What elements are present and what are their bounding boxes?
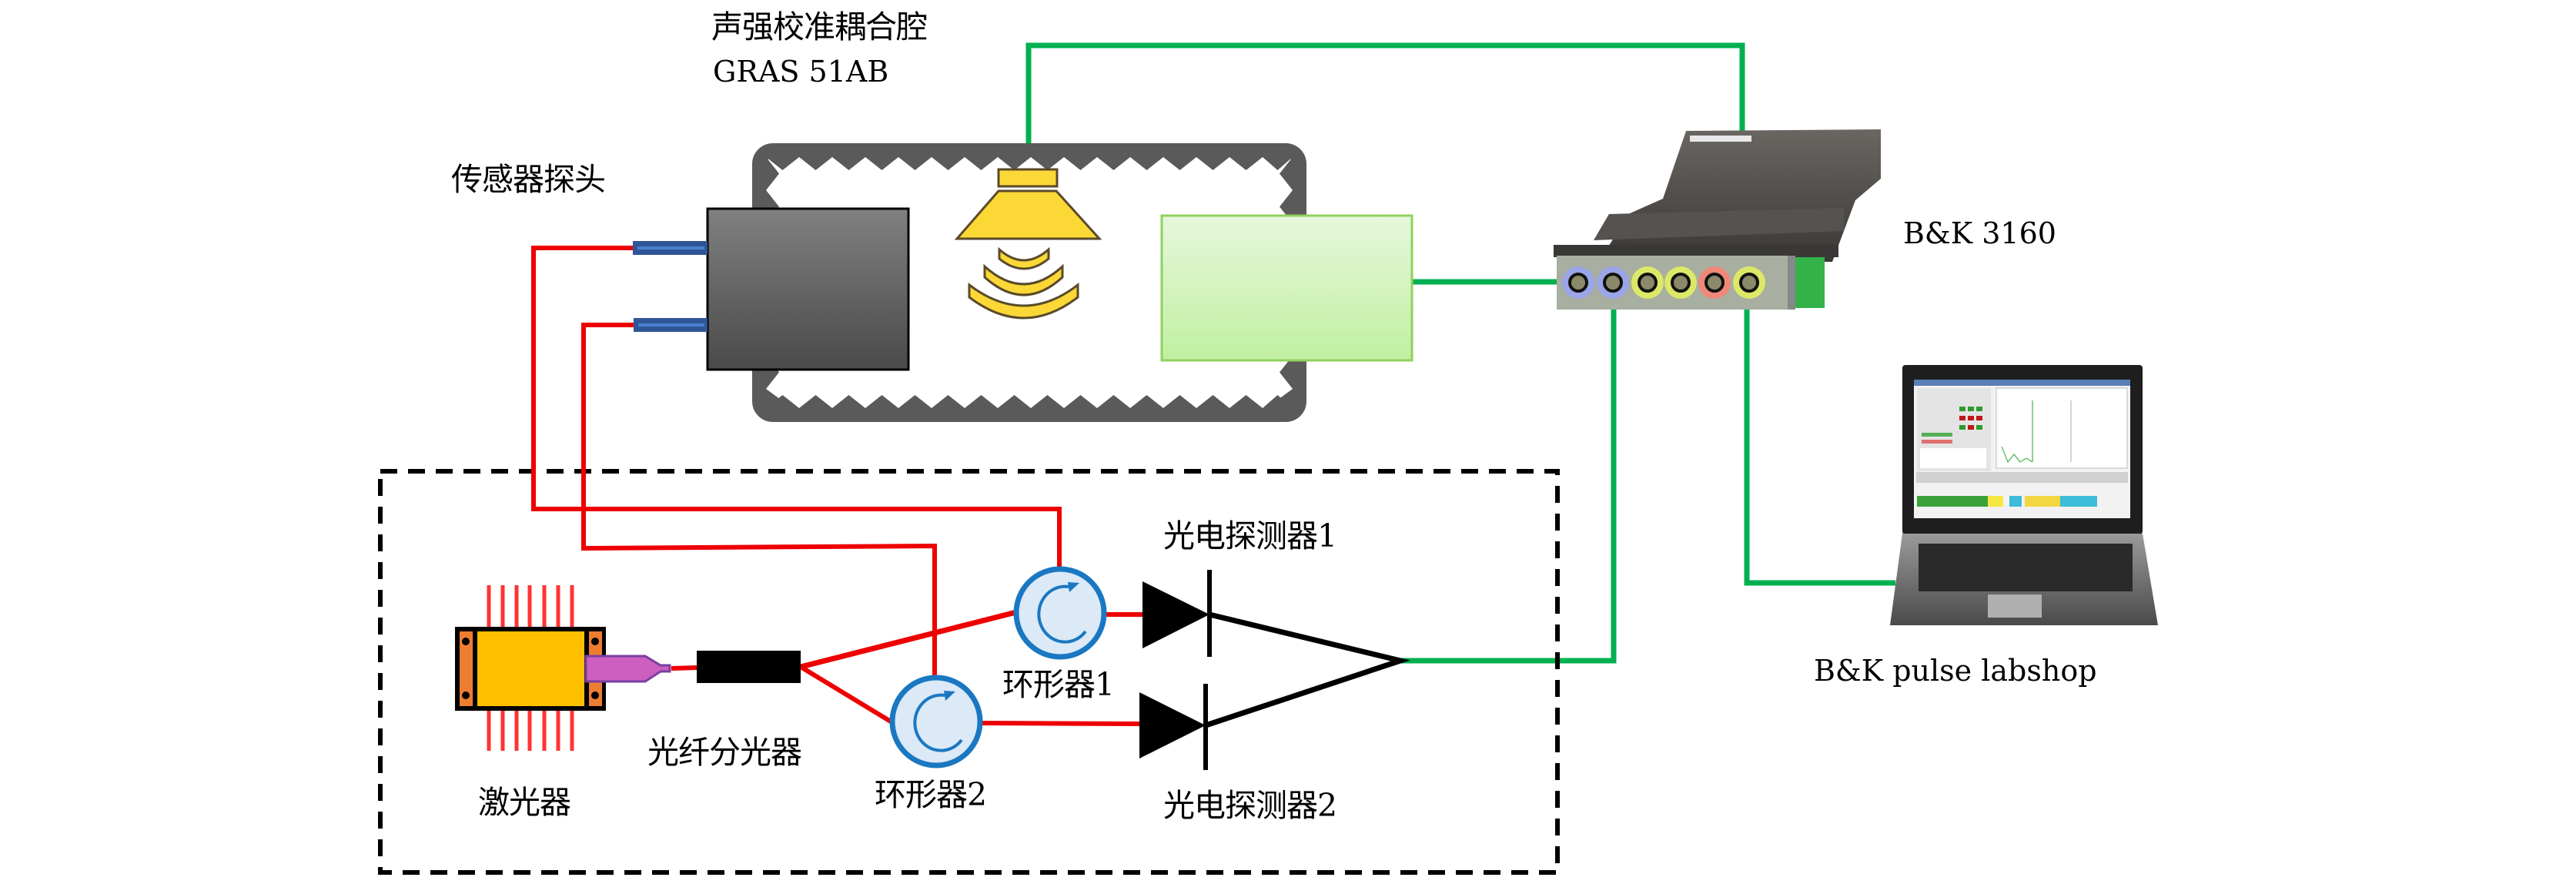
photodetector-2-label: 光电探测器2: [1163, 787, 1337, 824]
fiber-splitter-to-circulator2: [799, 665, 892, 724]
screen-table-cyan2: [2060, 496, 2097, 507]
laser-screw: [462, 691, 470, 699]
circulator-2-arrowhead: [944, 691, 955, 701]
optical-fibers: [531, 246, 1144, 726]
laser-pins: [487, 585, 574, 751]
screen-spectrum-plot: [1996, 387, 2128, 469]
circulator-2-arrow: [913, 693, 963, 752]
probe-connector-1-core: [637, 246, 704, 249]
fiber-splitter-to-circulator1: [800, 609, 1017, 670]
reference-microphone-box: [1160, 214, 1413, 362]
splitter-label: 光纤分光器: [647, 734, 802, 771]
photodiode-1-icon: [1142, 570, 1212, 657]
laser-screw: [462, 638, 470, 645]
optical-system-boundary: [378, 469, 1560, 875]
circulator-2-icon: [889, 675, 983, 768]
speaker-to-daq-wire: [1025, 42, 1745, 171]
coupler-label: 声强校准耦合腔: [711, 8, 928, 45]
photodiode-2-icon: [1139, 684, 1208, 770]
screen-table-cyan: [2009, 496, 2022, 507]
fiber-circulator2-to-pd2: [981, 721, 1142, 726]
speaker-cone: [954, 189, 1102, 240]
sound-wave-1: [998, 246, 1050, 270]
circulator-1-body: [1013, 566, 1107, 660]
photodiode-2-anode: [1139, 692, 1206, 758]
screen-indicators: [1920, 407, 1986, 468]
photodetector-to-daq-wire: [1400, 283, 1617, 664]
cavity-teeth-bottom: [766, 395, 1293, 408]
screen-toolbar: [1916, 472, 2128, 483]
circulator-2-label: 环形器2: [875, 776, 987, 813]
sound-wave-3: [968, 282, 1079, 320]
daq-port-socket: [1739, 273, 1759, 293]
daq-label: B&K 3160: [1903, 216, 2056, 250]
screen-titlebar: [1914, 380, 2130, 386]
daq-port-socket: [1671, 273, 1691, 293]
sensor-probe: [633, 207, 910, 371]
daq-ports: [1562, 266, 1765, 299]
laser-pigtail: [584, 655, 671, 683]
daq-port-socket: [1568, 273, 1588, 293]
daq-port-socket: [1638, 273, 1658, 293]
fiber-probe-to-circulator1: [531, 246, 1062, 568]
laser-screw: [591, 638, 599, 645]
daq-divider: [1788, 256, 1795, 310]
circulator-1-arrowhead: [1068, 582, 1079, 592]
cavity-teeth-top: [766, 157, 1293, 170]
fiber-splitter-block: [697, 651, 801, 683]
daq-port-socket: [1603, 273, 1623, 293]
photodetector-combiner: [1204, 611, 1410, 728]
circulator-1-arrow: [1037, 584, 1087, 644]
coupler-model-label: GRAS 51AB: [713, 55, 889, 89]
daq-body-top: [1599, 129, 1881, 262]
daq-port-socket: [1705, 273, 1725, 293]
laser-flange-left: [460, 631, 473, 706]
sound-wave-2: [983, 263, 1064, 296]
laser-screw: [591, 691, 599, 699]
laptop-icon: [1890, 365, 2158, 625]
daq-rib: [1594, 208, 1844, 240]
probe-label: 传感器探头: [451, 161, 606, 198]
daq-label-plate: [1690, 136, 1751, 142]
laptop-keyboard: [1919, 544, 2133, 591]
daq-device-icon: [1554, 129, 1881, 310]
screen-table-yellow: [1988, 496, 2003, 507]
daq-front-edge: [1554, 245, 1838, 257]
daq-to-laptop-wire: [1744, 308, 1895, 586]
fiber-probe-to-circulator2: [581, 323, 937, 676]
laptop-touchpad: [1988, 594, 2042, 618]
probe-body: [706, 207, 910, 371]
electrical-wires: [1025, 42, 1895, 664]
daq-green-tab: [1795, 257, 1825, 308]
laser-diode-icon: [455, 585, 671, 751]
circulator-2-body: [889, 675, 983, 768]
speaker-cap: [997, 168, 1059, 188]
photodiode-1-anode: [1142, 581, 1209, 648]
circulator-1-label: 环形器1: [1002, 666, 1115, 703]
speaker-icon: [954, 168, 1102, 320]
laser-body: [477, 631, 584, 706]
screen-table-green: [1917, 496, 1988, 507]
photodetector-1-label: 光电探测器1: [1163, 517, 1337, 554]
circulator-1-icon: [1013, 566, 1107, 660]
spectrum-trace: [2001, 446, 2033, 464]
laser-label: 激光器: [478, 784, 571, 821]
screen-table-yellow2: [2025, 496, 2060, 507]
software-label: B&K pulse labshop: [1814, 654, 2097, 688]
probe-connector-2-core: [638, 323, 704, 326]
